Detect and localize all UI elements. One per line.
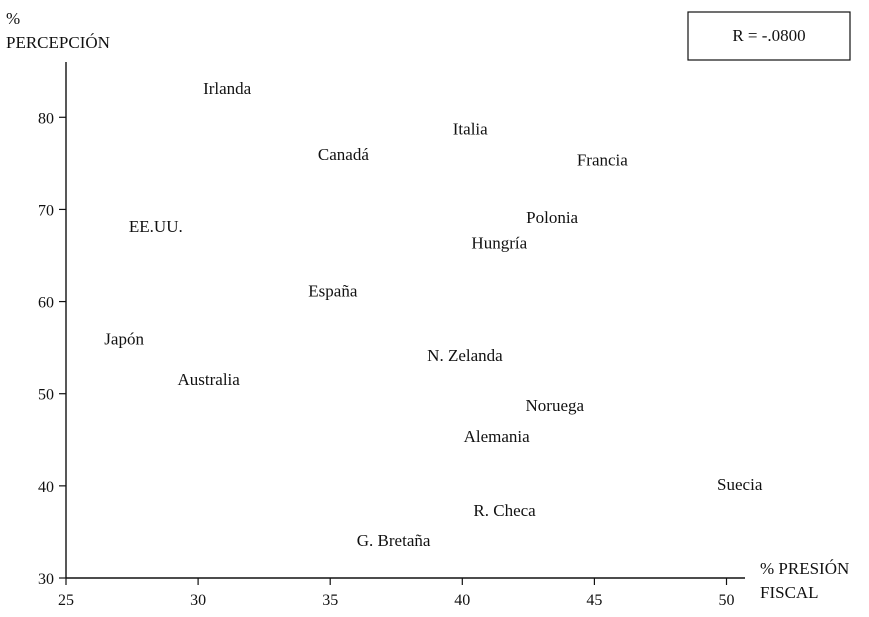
y-tick-label: 30 <box>38 571 54 588</box>
data-point-label: Canadá <box>318 145 369 164</box>
y-tick-label: 50 <box>38 387 54 404</box>
x-tick-label: 25 <box>58 592 74 609</box>
x-axis-title-line2: FISCAL <box>760 583 819 602</box>
data-point-label: España <box>308 282 358 301</box>
y-tick-label: 80 <box>38 110 54 127</box>
x-tick-label: 35 <box>322 592 338 609</box>
data-point-label: Francia <box>577 151 628 170</box>
data-point-label: Hungría <box>471 234 527 253</box>
data-point-label: R. Checa <box>473 501 536 520</box>
data-point-label: Australia <box>178 370 241 389</box>
r-annotation-text: R = -.0800 <box>732 26 805 45</box>
data-point-label: Suecia <box>717 475 763 494</box>
x-tick-label: 50 <box>719 592 735 609</box>
data-point-label: Italia <box>453 119 488 138</box>
y-tick-label: 70 <box>38 202 54 219</box>
x-axis-title-line1: % PRESIÓN <box>760 559 849 578</box>
data-point-label: Polonia <box>526 208 578 227</box>
y-axis-title: PERCEPCIÓN <box>6 33 110 52</box>
data-point-label: Japón <box>104 329 144 348</box>
data-point-label: EE.UU. <box>129 217 183 236</box>
y-tick-label: 60 <box>38 295 54 312</box>
data-point-label: Alemania <box>464 427 531 446</box>
y-axis-title-symbol: % <box>6 9 20 28</box>
y-tick-label: 40 <box>38 479 54 496</box>
data-point-label: N. Zelanda <box>427 346 503 365</box>
data-point-label: Noruega <box>526 396 585 415</box>
x-tick-label: 40 <box>454 592 470 609</box>
data-point-label: G. Bretaña <box>357 531 431 550</box>
data-point-label: Irlanda <box>203 79 252 98</box>
x-tick-label: 45 <box>586 592 602 609</box>
x-tick-label: 30 <box>190 592 206 609</box>
r-annotation-box <box>687 11 851 61</box>
